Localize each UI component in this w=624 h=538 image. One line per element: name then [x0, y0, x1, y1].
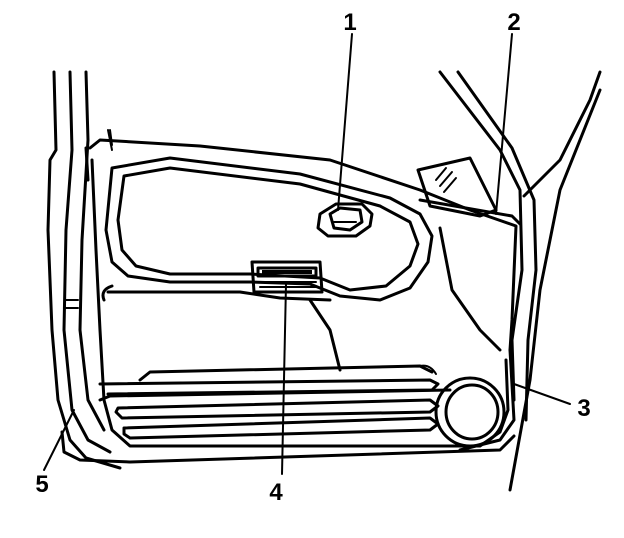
right-door-frame — [438, 70, 602, 492]
map-pocket-louvers — [98, 364, 452, 440]
leader-4 — [281, 283, 287, 475]
leader-3 — [513, 383, 571, 405]
leader-2 — [495, 33, 513, 215]
speaker-grille — [434, 376, 506, 448]
callout-leaders — [43, 33, 571, 475]
leader-1 — [337, 33, 353, 211]
mirror-trim-cover — [416, 156, 522, 226]
left-door-frame — [46, 70, 122, 470]
lower-door-edge — [60, 430, 516, 464]
callout-2: 2 — [507, 9, 520, 36]
callout-5: 5 — [35, 471, 48, 498]
callout-1: 1 — [343, 9, 356, 36]
inside-door-handle — [316, 202, 374, 238]
leader-5 — [43, 409, 75, 471]
callout-3: 3 — [577, 395, 590, 422]
callout-4: 4 — [269, 479, 283, 506]
window-switch — [250, 260, 324, 294]
